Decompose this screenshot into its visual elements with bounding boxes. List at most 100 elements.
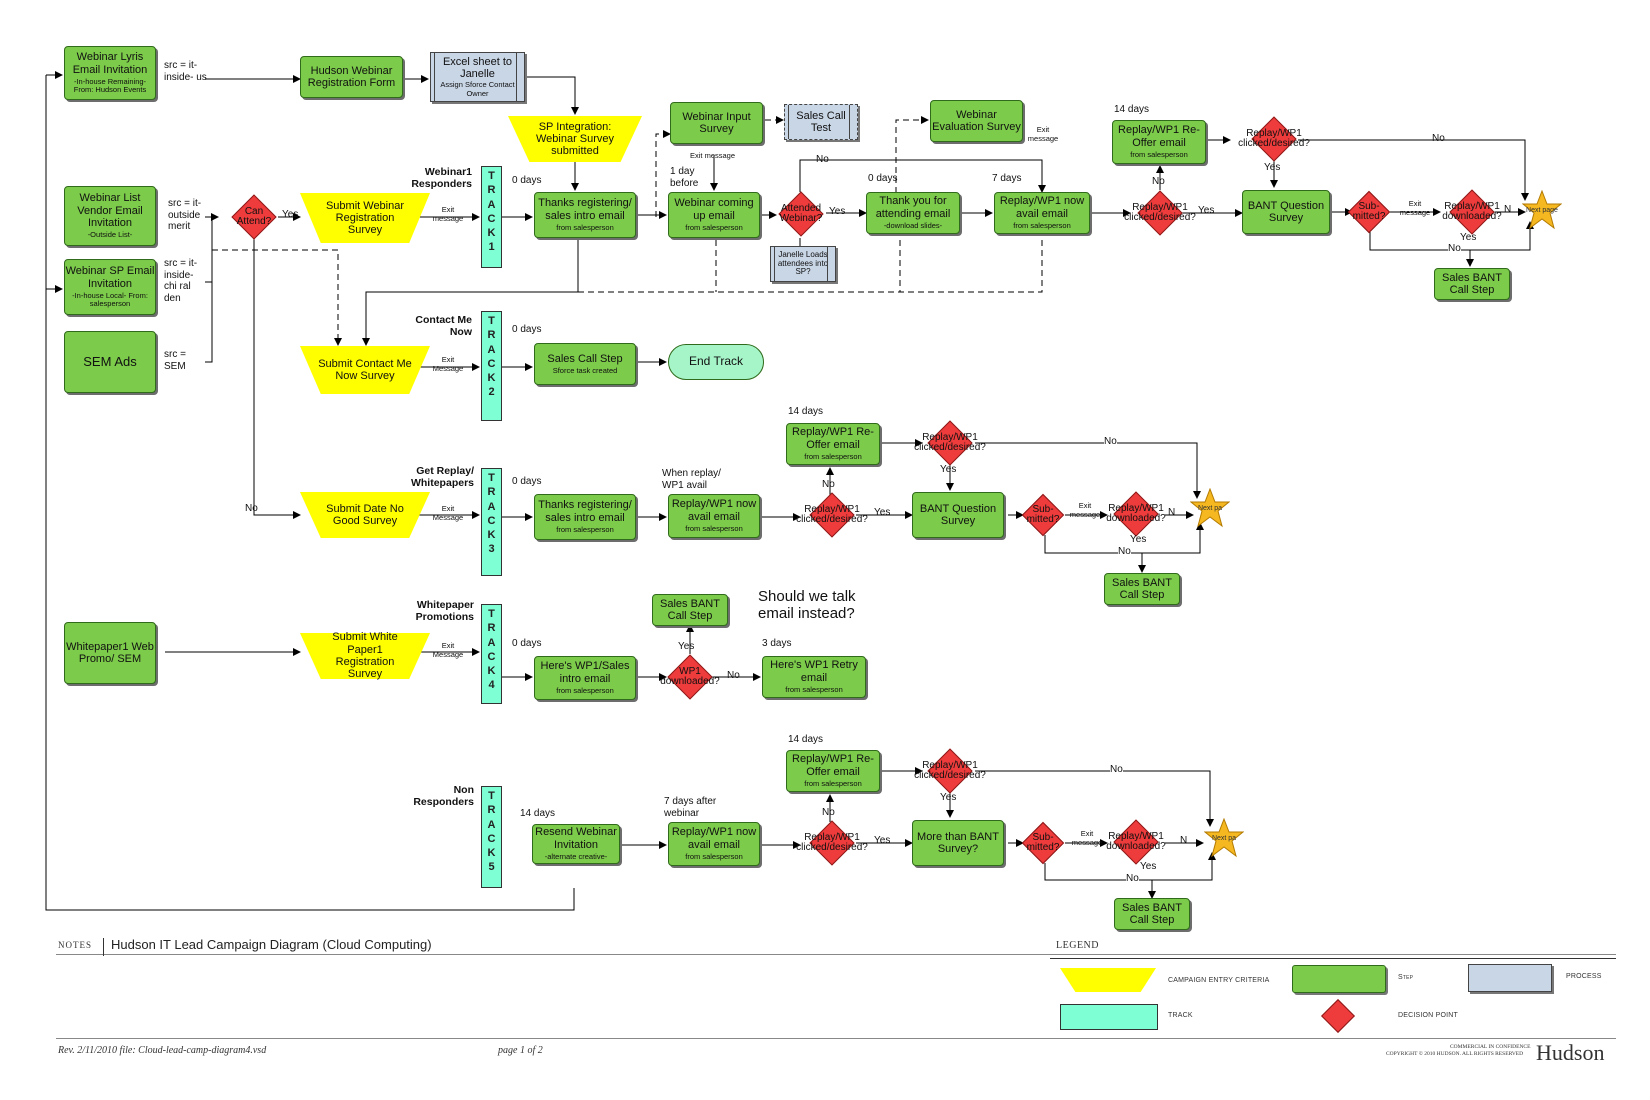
notes-label: NOTES bbox=[58, 940, 92, 950]
track-letter: T bbox=[488, 472, 495, 484]
t5-submitted-decision[interactable]: Sub- mitted? bbox=[1020, 821, 1066, 865]
t1-upper-yes-label: Yes bbox=[1264, 162, 1281, 173]
sp-integration-entry[interactable]: SP Integration: Webinar Survey submitted bbox=[508, 116, 642, 162]
end-track-title: End Track bbox=[688, 354, 744, 369]
decision-text: Replay/WP1 downloaded? bbox=[1442, 200, 1502, 222]
decision-text: Replay/WP1 downloaded? bbox=[1106, 502, 1166, 524]
track-letter: R bbox=[487, 804, 496, 817]
webinar-sp-invitation-step[interactable]: Webinar SP Email Invitation -In-house Lo… bbox=[64, 259, 156, 315]
attended-webinar-decision[interactable]: Attended Webinar? bbox=[776, 191, 826, 237]
t3-submitted-decision[interactable]: Sub- mitted? bbox=[1020, 493, 1066, 537]
entry-shape bbox=[508, 116, 642, 162]
sem-ads-step[interactable]: SEM Ads bbox=[64, 331, 156, 393]
t5-downloaded-decision[interactable]: Replay/WP1 downloaded? bbox=[1104, 819, 1168, 865]
step-subtitle: -In-house Remaining- From: Hudson Events bbox=[73, 76, 147, 95]
src-sp-label: src = it-inside- chi ral den bbox=[164, 258, 198, 304]
submit-date-survey-entry[interactable]: Submit Date No Good Survey bbox=[300, 492, 430, 538]
t3-clicked-lower-decision[interactable]: Replay/WP1 clicked/desired? bbox=[796, 492, 868, 538]
t5-sales-bant-call-step[interactable]: Sales BANT Call Step bbox=[1114, 898, 1190, 930]
t1-submitted-decision[interactable]: Sub- mitted? bbox=[1346, 190, 1392, 234]
t3-sales-bant-call-step[interactable]: Sales BANT Call Step bbox=[1104, 573, 1180, 605]
t3-next-page-star[interactable]: Next pa bbox=[1190, 488, 1230, 528]
exit-message-label: Exit message bbox=[1027, 125, 1059, 143]
track-letter: T bbox=[488, 170, 495, 182]
t4-heres-wp1-step[interactable]: Here's WP1/Sales intro email from salesp… bbox=[534, 656, 636, 700]
t5-lower-no-label: No bbox=[822, 807, 835, 818]
step-subtitle: Sforce task created bbox=[552, 365, 618, 375]
t3-downloaded-decision[interactable]: Replay/WP1 downloaded? bbox=[1104, 491, 1168, 537]
t1-next-page-star[interactable]: Next page bbox=[1522, 190, 1562, 230]
t5-clicked-lower-decision[interactable]: Replay/WP1 clicked/desired? bbox=[796, 820, 868, 866]
t1-webinar-coming-up-step[interactable]: Webinar coming up email from salesperson bbox=[668, 192, 760, 238]
t1-sales-call-test-process[interactable]: Sales Call Test bbox=[784, 104, 858, 140]
t5-next-page-star[interactable]: Next pa bbox=[1204, 818, 1244, 858]
webinar-lyris-invitation-step[interactable]: Webinar Lyris Email Invitation -In-house… bbox=[64, 46, 156, 100]
t5-replay-avail-step[interactable]: Replay/WP1 now avail email from salesper… bbox=[668, 822, 760, 866]
decision-text: Sub- mitted? bbox=[1352, 200, 1386, 222]
t5-more-than-bant-step[interactable]: More than BANT Survey? bbox=[912, 820, 1004, 866]
t5-reoffer-step[interactable]: Replay/WP1 Re-Offer email from salespers… bbox=[786, 750, 880, 792]
t3-replay-avail-step[interactable]: Replay/WP1 now avail email from salesper… bbox=[668, 494, 760, 538]
track1-0-days-label: 0 days bbox=[512, 175, 542, 186]
t3-thanks-registering-step[interactable]: Thanks registering/ sales intro email fr… bbox=[534, 494, 636, 540]
star-text: Next page bbox=[1526, 206, 1558, 214]
t3-bant-survey-step[interactable]: BANT Question Survey bbox=[912, 492, 1004, 538]
t1-bant-survey-step[interactable]: BANT Question Survey bbox=[1242, 190, 1330, 234]
can-attend-decision[interactable]: Can Attend? bbox=[228, 194, 280, 240]
revision-note: Rev. 2/11/2010 file: Cloud-lead-camp-dia… bbox=[58, 1045, 267, 1056]
t3-reoffer-step[interactable]: Replay/WP1 Re-Offer email from salespers… bbox=[786, 423, 880, 465]
t4-wp1-retry-step[interactable]: Here's WP1 Retry email from salesperson bbox=[762, 656, 866, 698]
decision-text: WP1 downloaded? bbox=[660, 665, 720, 687]
t5-resend-invitation-step[interactable]: Resend Webinar Invitation -alternate cre… bbox=[532, 824, 620, 864]
entry-title: Submit White Paper1 Registration Survey bbox=[332, 631, 398, 681]
hudson-registration-form-step[interactable]: Hudson Webinar Registration Form bbox=[300, 56, 403, 98]
exit-message-label: Exit message bbox=[1071, 829, 1103, 847]
can-attend-yes-label: Yes bbox=[282, 209, 299, 220]
t1-webinar-evaluation-step[interactable]: Webinar Evaluation Survey bbox=[930, 100, 1023, 142]
t2-sales-call-step[interactable]: Sales Call Step Sforce task created bbox=[534, 343, 636, 385]
t4-downloaded-decision[interactable]: WP1 downloaded? bbox=[660, 654, 720, 700]
t1-replay-avail-step[interactable]: Replay/WP1 now avail email from salesper… bbox=[994, 192, 1090, 234]
decision-text: Replay/WP1 clicked/desired? bbox=[1124, 201, 1196, 223]
t1-sales-bant-call-step[interactable]: Sales BANT Call Step bbox=[1434, 268, 1510, 300]
exit-message-label: Exit Message bbox=[432, 355, 464, 373]
track-letter: A bbox=[487, 818, 496, 831]
notes-divider bbox=[103, 938, 104, 956]
decision-text: Replay/WP1 clicked/desired? bbox=[1238, 127, 1310, 149]
t1-thanks-registering-step[interactable]: Thanks registering/ sales intro email fr… bbox=[534, 192, 636, 238]
t1-clicked-upper-decision[interactable]: Replay/WP1 clicked/desired? bbox=[1238, 116, 1310, 162]
t3-downloaded-yes-label: Yes bbox=[1130, 534, 1147, 545]
submit-whitepaper-survey-entry[interactable]: Submit White Paper1 Registration Survey bbox=[300, 631, 430, 681]
step-title: Webinar coming up email bbox=[674, 197, 754, 222]
submit-registration-survey-entry[interactable]: Submit Webinar Registration Survey bbox=[300, 193, 430, 243]
t1-thank-attending-step[interactable]: Thank you for attending email -download … bbox=[866, 192, 960, 234]
t1-downloaded-decision[interactable]: Replay/WP1 downloaded? bbox=[1440, 189, 1504, 235]
track-letter: 2 bbox=[488, 386, 495, 399]
t3-clicked-upper-decision[interactable]: Replay/WP1 clicked/desired? bbox=[914, 420, 986, 466]
t4-sales-bant-call-step[interactable]: Sales BANT Call Step bbox=[652, 594, 728, 626]
submit-contact-survey-entry[interactable]: Submit Contact Me Now Survey bbox=[300, 346, 430, 394]
track-letter: R bbox=[487, 622, 496, 635]
step-title: Thanks registering/ sales intro email bbox=[538, 499, 632, 524]
whitepaper-promo-step[interactable]: Whitepaper1 Web Promo/ SEM bbox=[64, 622, 156, 684]
t2-end-track[interactable]: End Track bbox=[668, 344, 764, 380]
t1-clicked-lower-decision[interactable]: Replay/WP1 clicked/desired? bbox=[1124, 190, 1196, 236]
step-title: Sales BANT Call Step bbox=[1122, 901, 1182, 926]
entry-title: Submit Webinar Registration Survey bbox=[325, 199, 405, 237]
excel-sheet-process[interactable]: Excel sheet to Janelle Assign Sforce Con… bbox=[430, 52, 525, 102]
t1-janelle-loads-process[interactable]: Janelle Loads attendees into SP? bbox=[770, 246, 836, 282]
track-letter: A bbox=[487, 198, 496, 211]
step-subtitle: from salesperson bbox=[685, 223, 743, 233]
webinar-vendor-invitation-step[interactable]: Webinar List Vendor Email Invitation -Ou… bbox=[64, 186, 156, 246]
star-icon bbox=[1190, 488, 1230, 528]
t1-reoffer-step[interactable]: Replay/WP1 Re-Offer email from salespers… bbox=[1112, 120, 1206, 164]
t5-clicked-upper-decision[interactable]: Replay/WP1 clicked/desired? bbox=[914, 748, 986, 794]
t1-webinar-input-survey-step[interactable]: Webinar Input Survey bbox=[670, 102, 763, 144]
entry-shape bbox=[300, 193, 430, 243]
t4-yes-label: Yes bbox=[678, 641, 695, 652]
